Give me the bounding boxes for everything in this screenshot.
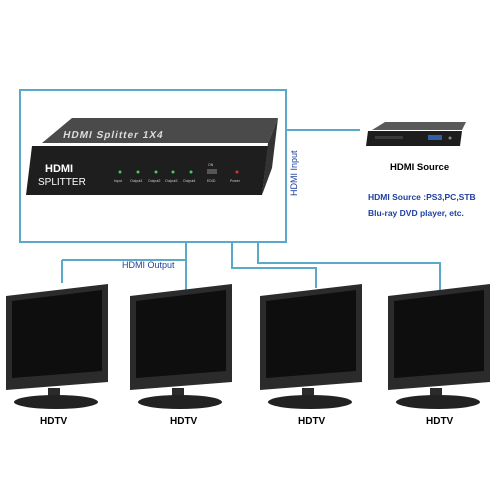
source-disc-tray — [375, 136, 403, 139]
tv-neck — [172, 388, 184, 398]
splitter-side — [262, 118, 278, 195]
hdtv-1 — [6, 284, 108, 409]
port-label: EDID — [207, 179, 216, 183]
hdtv-4 — [388, 284, 490, 409]
led-output1 — [136, 170, 140, 174]
tv-stand — [138, 395, 222, 409]
tv-screen — [136, 290, 226, 378]
hdmi-source-desc-line1: HDMI Source :PS3,PC,STB — [368, 192, 476, 202]
hdtv-2 — [130, 284, 232, 409]
tv-stand — [268, 395, 352, 409]
splitter-top — [42, 118, 278, 143]
hdtv-label-4: HDTV — [426, 416, 454, 427]
splitter-leds — [118, 169, 239, 174]
source-display — [428, 135, 442, 140]
tv-stand — [396, 395, 480, 409]
port-label: Input — [114, 179, 122, 183]
led-output3 — [171, 170, 175, 174]
splitter-frame — [19, 89, 287, 243]
tv-neck — [302, 388, 314, 398]
source-top — [372, 122, 466, 130]
port-label: Output4 — [183, 179, 196, 183]
edid-switch-label: ON — [208, 163, 214, 167]
port-label: Output3 — [165, 179, 178, 183]
output-line-tv3 — [231, 242, 317, 288]
led-input — [118, 170, 122, 174]
splitter-brand-line2: SPLITTER — [38, 177, 86, 188]
source-front — [366, 131, 462, 146]
hdmi-input-label: HDMI Input — [289, 150, 299, 196]
splitter-port-labels: Input Output1 Output2 Output3 Output4 ED… — [114, 163, 241, 183]
led-power — [235, 170, 239, 174]
led-output4 — [189, 170, 193, 174]
source-button — [448, 136, 452, 140]
tv-screen — [394, 290, 484, 378]
hdtv-label-2: HDTV — [170, 416, 198, 427]
hdmi-source-device — [366, 122, 466, 146]
hdtv-label-3: HDTV — [298, 416, 326, 427]
hdmi-output-label: HDMI Output — [122, 260, 175, 270]
splitter-title: HDMI Splitter 1X4 — [62, 130, 165, 141]
tv-screen — [266, 290, 356, 378]
splitter-brand-line1: HDMI — [45, 163, 73, 175]
connector-lines — [19, 89, 441, 292]
tv-stand — [14, 395, 98, 409]
hdmi-source-desc-line2: Blu-ray DVD player, etc. — [368, 208, 464, 218]
splitter-front — [26, 146, 268, 195]
tv-neck — [48, 388, 60, 398]
port-label: Power — [230, 179, 241, 183]
hdtv-label-1: HDTV — [40, 416, 68, 427]
hdtv-3 — [260, 284, 362, 409]
tv-screen — [12, 290, 102, 378]
led-output2 — [154, 170, 158, 174]
hdmi-splitter-device: HDMI SPLITTER HDMI Splitter 1X4 Input Ou… — [26, 118, 278, 195]
output-line-tv4 — [257, 242, 441, 290]
tv-neck — [430, 388, 442, 398]
port-label: Output2 — [148, 179, 161, 183]
edid-switch — [207, 169, 217, 174]
hdmi-source-title: HDMI Source — [390, 162, 449, 173]
port-label: Output1 — [130, 179, 143, 183]
